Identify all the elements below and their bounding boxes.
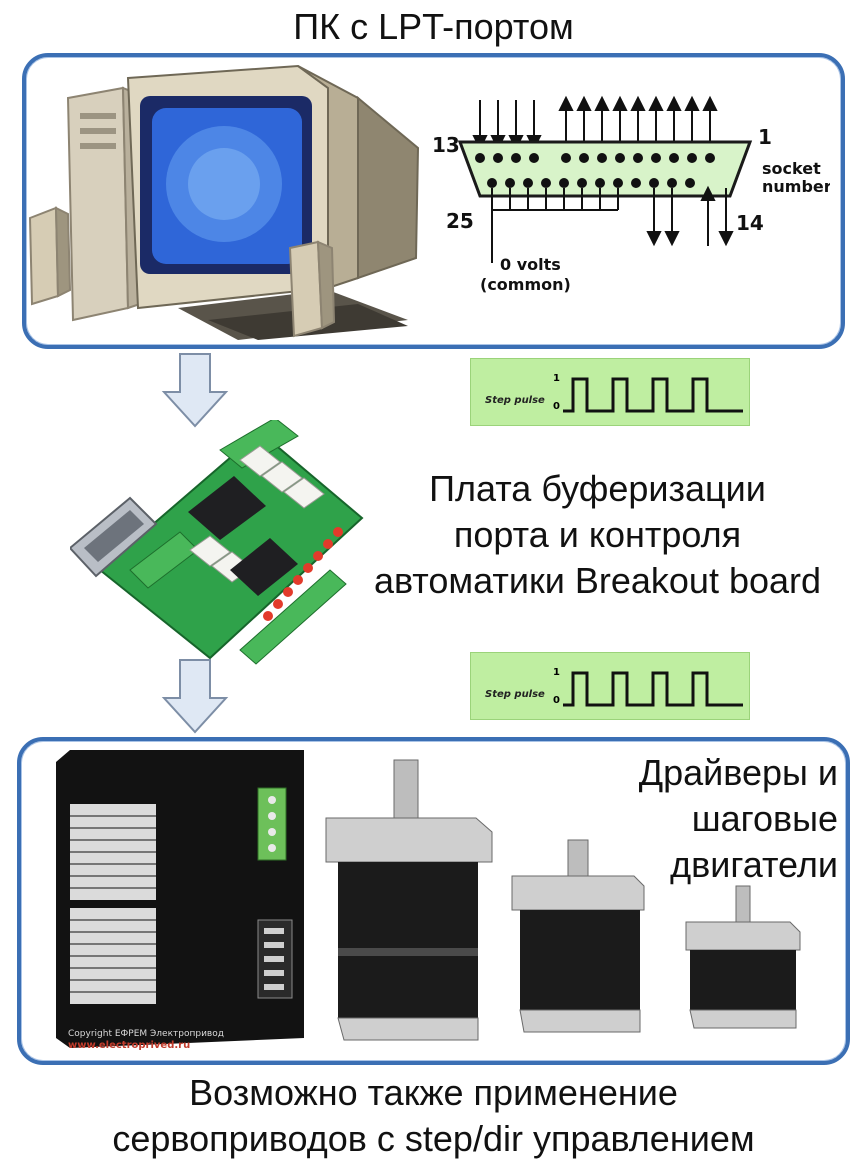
breakout-board-caption: Плата буферизации порта и контроля автом… bbox=[340, 466, 855, 604]
pc-illustration bbox=[28, 64, 420, 340]
drivers-caption-line3: двигатели bbox=[670, 844, 838, 885]
pulse-high-level: 1 bbox=[553, 373, 560, 384]
page-title: ПК с LPT-портом bbox=[293, 6, 574, 47]
step-pulse-signal: Step pulse 1 0 bbox=[470, 358, 750, 426]
stepper-motor-large-image bbox=[325, 759, 493, 1041]
driver-url: www.electroprived.ru bbox=[68, 1040, 190, 1051]
pin-13-label: 13 bbox=[432, 133, 460, 157]
drivers-caption-line1: Драйверы и bbox=[638, 752, 838, 793]
breakout-board-image bbox=[70, 420, 364, 665]
drivers-caption-line2: шаговые bbox=[691, 798, 838, 839]
board-caption-line3: автоматики Breakout board bbox=[373, 560, 822, 601]
pulse-low-level: 0 bbox=[553, 695, 560, 706]
board-caption-line1: Плата буферизации bbox=[429, 468, 766, 509]
stepper-motor-medium-image bbox=[511, 839, 645, 1033]
pin-1-label: 1 bbox=[758, 125, 772, 149]
step-pulse-waveform: 1 0 bbox=[553, 373, 743, 413]
stepper-motor-small-image bbox=[685, 885, 801, 1029]
step-pulse-label: Step pulse bbox=[485, 395, 545, 406]
pin-25-label: 25 bbox=[446, 209, 474, 233]
step-pulse-signal: Step pulse 1 0 bbox=[470, 652, 750, 720]
socket-label-line2: number bbox=[762, 177, 830, 196]
lpt-connector-diagram: 13 1 25 14 socket number 0 volts (common… bbox=[432, 95, 830, 294]
driver-copyright: Copyright ЕФРЕМ Электропривод bbox=[68, 1029, 224, 1039]
stepper-driver-image: Copyright ЕФРЕМ Электропривод www.electr… bbox=[56, 750, 304, 1051]
down-arrow-icon bbox=[161, 353, 229, 428]
footer-line2: сервоприводов с step/dir управлением bbox=[112, 1118, 755, 1159]
step-pulse-waveform: 1 0 bbox=[553, 667, 743, 707]
common-label-line2: (common) bbox=[480, 275, 571, 294]
step-pulse-label: Step pulse bbox=[485, 689, 545, 700]
pulse-high-level: 1 bbox=[553, 667, 560, 678]
down-arrow-icon bbox=[161, 659, 229, 734]
pin-14-label: 14 bbox=[736, 211, 764, 235]
pulse-low-level: 0 bbox=[553, 401, 560, 412]
socket-label-line1: socket bbox=[762, 159, 821, 178]
footer-note: Возможно также применение сервоприводов … bbox=[0, 1070, 867, 1162]
drivers-caption: Драйверы и шаговые двигатели bbox=[560, 750, 838, 888]
board-caption-line2: порта и контроля bbox=[453, 514, 742, 555]
footer-line1: Возможно также применение bbox=[189, 1072, 678, 1113]
common-label-line1: 0 volts bbox=[500, 255, 561, 274]
